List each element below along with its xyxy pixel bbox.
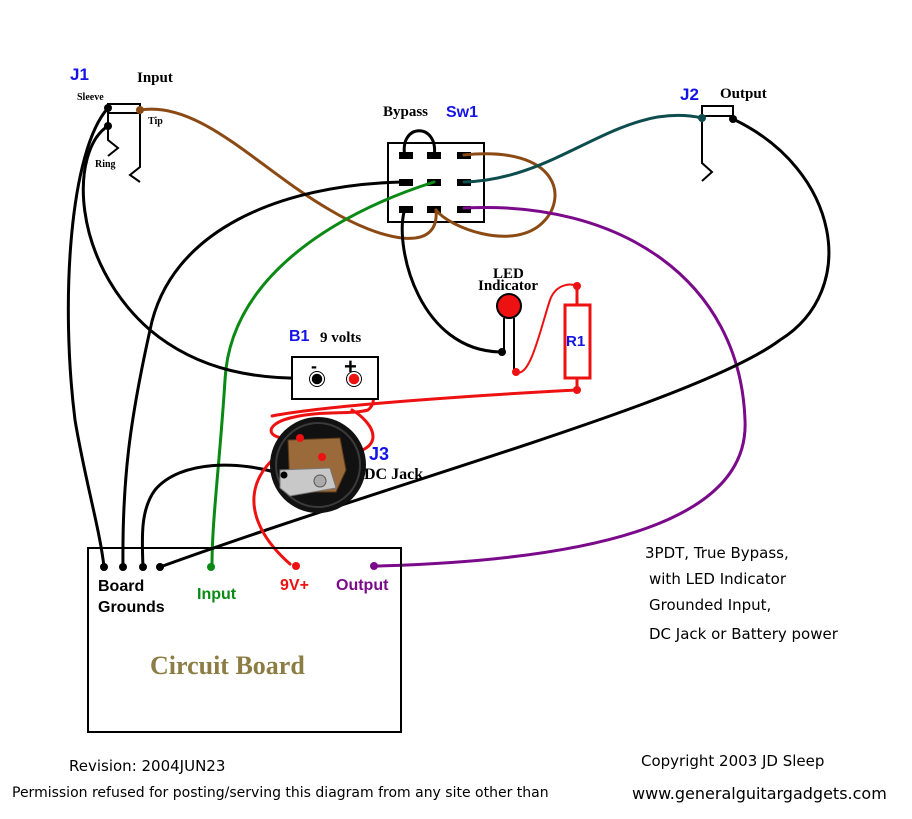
sw1-lug [399,206,413,213]
j2-contact [701,116,714,182]
j3-tip-solder [296,434,304,442]
sw1-lug [399,179,413,186]
board-ground-pad [156,563,164,571]
j3-dc-jack: J3 DC Jack [270,417,423,513]
b1-battery: B1 9 volts - + [289,328,379,400]
wire-black-j1-ring [81,124,318,380]
note-line-3: Grounded Input, [649,596,772,614]
j1-input-label: Input [137,70,173,86]
permission-notice: Permission refused for posting/serving t… [12,785,549,801]
board-grounds-label-line1: Board [98,578,144,595]
wire-black-j2-sleeve [158,117,831,569]
sw1-lug [427,152,441,159]
board-title: Circuit Board [150,651,305,680]
sw1-bypass-label: Bypass [383,104,428,120]
sw1-lug [427,206,441,213]
sw1-3pdt-switch: Bypass Sw1 [383,104,485,223]
website-link[interactable]: www.generalguitargadgets.com [632,784,887,803]
board-ground-pad [119,563,127,571]
j1-ref-label: J1 [70,65,89,84]
wire-red-led [514,283,578,374]
revision-label: Revision: 2004JUN23 [69,757,226,775]
led-cathode-solder [498,348,506,356]
board-output-label: Output [336,577,389,594]
wire-teal-j2-tip [462,113,704,184]
sw1-jumper-wire [402,129,437,159]
wire-purple-output [374,205,747,568]
led-label-line2: Indicator [478,278,538,294]
wire-black-sw-ground [121,180,404,569]
wire-brown-j1-tip [138,107,438,240]
j2-output-jack: J2 Output [680,85,767,182]
b1-minus-terminal [310,372,324,386]
led-anode-solder [512,368,520,376]
r1-solder-top [573,282,581,290]
j2-body [701,105,734,117]
j3-rivet [313,474,327,488]
j3-sleeve-solder [280,471,288,479]
wire-green-input [210,180,436,567]
note-line-4: DC Jack or Battery power [649,625,838,643]
b1-body [291,356,379,400]
b1-voltage-label: 9 volts [320,330,361,346]
j1-ring-label: Ring [95,159,116,170]
b1-minus-label: - [311,356,317,376]
j2-output-label: Output [720,86,767,102]
j1-tip-contact [128,113,141,183]
led-body [496,293,522,319]
b1-minus-ring [309,371,325,387]
copyright-label: Copyright 2003 JD Sleep [641,752,825,770]
j1-tip-label: Tip [148,116,163,127]
b1-plus-terminal [347,372,361,386]
wire-red-r1 [270,388,579,418]
led-indicator: LED Indicator [478,266,538,376]
j3-switch-solder [318,453,326,461]
wire-black-j1-sleeve [66,106,110,569]
r1-solder-bottom [573,386,581,394]
b1-ref-label: B1 [289,328,310,345]
j3-ref-label: J3 [369,444,389,464]
circuit-board: Board Grounds Input 9V+ Output Circuit B… [87,547,402,733]
note-line-1: 3PDT, True Bypass, [645,544,789,562]
sw1-lug [399,152,413,159]
sw1-ref-label: Sw1 [446,104,478,121]
j1-ring-contact [107,104,120,157]
wires [66,106,831,569]
wire-black-led [400,210,502,354]
board-ground-pad [100,563,108,571]
wire-black-dc-jack [140,463,286,569]
r1-body [563,303,592,380]
board-input-pad [207,563,215,571]
wire-brown-switch-loop [434,152,557,238]
j2-ref-label: J2 [680,85,699,104]
board-input-label: Input [197,586,237,603]
note-line-2: with LED Indicator [649,570,787,588]
board-output-pad [370,562,378,570]
r1-ref-label: R1 [566,333,585,350]
led-label-line1: LED [493,266,524,282]
r1-resistor: R1 [563,282,592,394]
board-power-label: 9V+ [280,577,309,594]
j1-body [107,103,141,114]
board-power-pad [292,562,300,570]
board-outline [87,547,402,733]
j3-rim [275,422,361,508]
board-ground-pad [139,563,147,571]
b1-plus-ring [346,371,362,387]
j3-name-label: DC Jack [364,466,423,483]
j1-sleeve-label: Sleeve [77,92,104,103]
board-grounds-label-line2: Grounds [98,599,165,616]
